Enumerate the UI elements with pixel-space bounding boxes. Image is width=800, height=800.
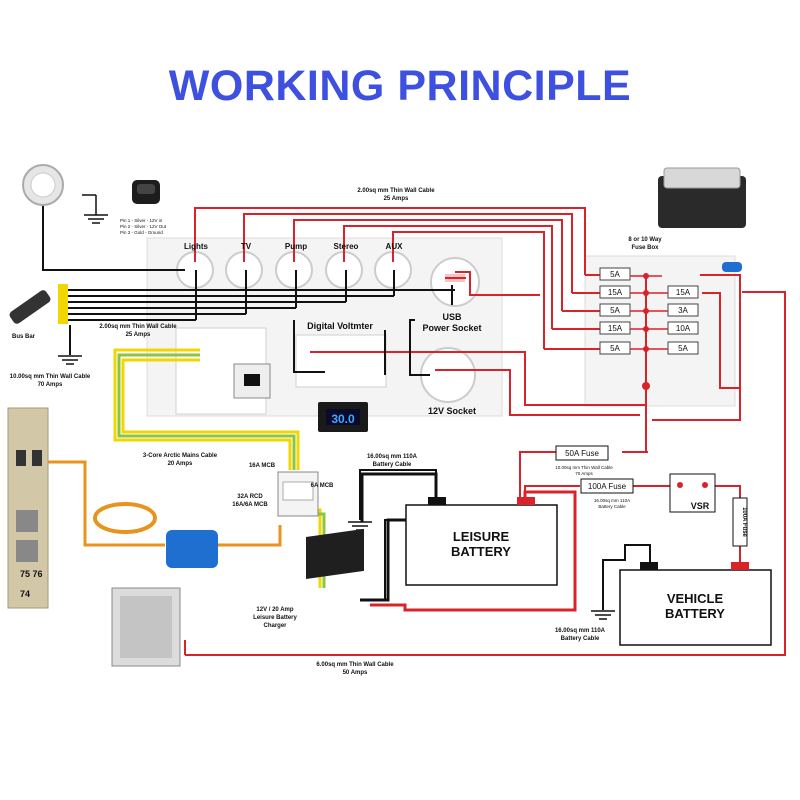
svg-text:TV: TV xyxy=(241,242,252,251)
bus-cable-amps: 25 Amps xyxy=(126,332,151,338)
usb-label-2: Power Socket xyxy=(422,323,481,333)
voltmeter-label: Digital Voltmter xyxy=(307,321,373,331)
fuse-box-label-2: Fuse Box xyxy=(631,245,659,251)
arctic-cable-amps: 20 Amps xyxy=(168,461,193,467)
vsr-relay xyxy=(669,473,716,513)
arctic-cable-label: 3-Core Arctic Mains Cable xyxy=(143,453,218,459)
fuse100-vertical-label: 100A Fuse xyxy=(741,507,747,537)
fuse100-label: 100A Fuse xyxy=(588,482,627,491)
svg-text:Pin 1 - Silver - 12V in: Pin 1 - Silver - 12V in xyxy=(120,218,163,223)
fuse-box-icon xyxy=(658,176,746,228)
ground-cable-label: 10.00sq mm Thin Wall Cable xyxy=(10,374,91,380)
hookup-cable-icon xyxy=(93,502,218,568)
voltmeter-reading: 30.0 xyxy=(331,412,355,426)
fuse50-cable-amps: 70 Amps xyxy=(575,471,593,476)
top-cable-label: 2.00sq mm Thin Wall Cable xyxy=(357,188,435,194)
fridge-icon xyxy=(111,587,181,667)
red-wires xyxy=(184,207,786,656)
fuse-100a-vertical xyxy=(732,497,748,547)
svg-text:15A: 15A xyxy=(676,288,691,297)
top-cable-amps: 25 Amps xyxy=(384,196,409,202)
bus-bar-icon xyxy=(9,284,68,324)
fuse50-cable-label: 10.00sq mm Thin Wall Cable xyxy=(555,465,613,470)
vehicle-battery xyxy=(619,562,772,646)
switch-pin-text: Pin 1 - Silver - 12V in Pin 2 - Silver -… xyxy=(120,218,167,235)
vsr-label: VSR xyxy=(691,501,710,511)
light-icon xyxy=(22,164,64,206)
svg-text:3A: 3A xyxy=(678,306,688,315)
svg-text:Stereo: Stereo xyxy=(334,242,359,251)
leisure-battery-label: LEISURE xyxy=(453,529,510,544)
bottom-cable-label: 6.00sq mm Thin Wall Cable xyxy=(316,662,394,668)
leisure-cable-label: 16.00sq mm 110A xyxy=(367,454,418,460)
svg-text:Pin 3 - Gold - Ground: Pin 3 - Gold - Ground xyxy=(120,230,163,235)
charger-label-2: Leisure Battery xyxy=(253,615,297,621)
svg-text:5A: 5A xyxy=(610,344,620,353)
vehicle-battery-label-2: BATTERY xyxy=(665,606,725,621)
leisure-battery-label-2: BATTERY xyxy=(451,544,511,559)
usb-socket xyxy=(430,257,480,307)
fuse50-label: 50A Fuse xyxy=(565,449,599,458)
socket-12v-label: 12V Socket xyxy=(428,406,476,416)
svg-text:10A: 10A xyxy=(676,324,691,333)
hookup-numbers-2: 74 xyxy=(20,589,30,599)
rcd-consumer-unit xyxy=(277,471,319,517)
svg-text:Pump: Pump xyxy=(285,242,307,251)
vehicle-cable-label-2: Battery Cable xyxy=(561,636,600,642)
bus-cable-label: 2.00sq mm Thin Wall Cable xyxy=(99,324,177,330)
vehicle-battery-label: VEHICLE xyxy=(667,591,724,606)
bottom-cable-amps: 50 Amps xyxy=(343,670,368,676)
voltmeter-panel xyxy=(295,334,387,388)
fuse100-cable-label-2: Battery Cable xyxy=(598,504,626,509)
charger-label-3: Charger xyxy=(263,623,287,629)
svg-text:Lights: Lights xyxy=(184,242,209,251)
fuse-labels-right: 15A 3A 10A 5A xyxy=(676,288,691,353)
ground-cable-amps: 70 Amps xyxy=(38,382,63,388)
charger-label: 12V / 20 Amp xyxy=(256,607,293,613)
rcd-label-2: 16A/6A MCB xyxy=(232,502,268,508)
leisure-battery xyxy=(405,497,558,586)
fuse-box-label: 8 or 10 Way xyxy=(628,237,662,243)
battery-black-cables xyxy=(360,472,438,602)
circuit-labels: Lights TV Pump Stereo AUX xyxy=(184,242,403,251)
vehicle-cable-label: 16.00sq mm 110A xyxy=(555,628,606,634)
leisure-cable-label-2: Battery Cable xyxy=(373,462,412,468)
svg-text:Pin 2 - Silver - 12V Out: Pin 2 - Silver - 12V Out xyxy=(120,224,167,229)
voltmeter-icon xyxy=(318,402,368,432)
hookup-numbers: 75 76 xyxy=(20,569,43,579)
fuse-100a xyxy=(580,478,634,494)
mains-socket-icon xyxy=(233,363,271,399)
fuse-50a xyxy=(555,445,609,461)
svg-text:5A: 5A xyxy=(610,306,620,315)
fuse100-cable-label: 16.00sq mm 110A xyxy=(594,498,630,503)
charger-icon xyxy=(306,528,364,579)
circuit-switches xyxy=(176,251,480,403)
usb-label: USB xyxy=(442,312,462,322)
svg-text:5A: 5A xyxy=(610,270,620,279)
orange-hookup-wire xyxy=(47,460,282,547)
rocker-switch-icon xyxy=(132,180,160,204)
svg-text:15A: 15A xyxy=(608,288,623,297)
page-title: WORKING PRINCIPLE xyxy=(168,62,632,110)
bus-bar-label: Bus Bar xyxy=(12,334,36,340)
mcb6-label: 6A MCB xyxy=(311,483,334,489)
fuse-box xyxy=(599,167,746,390)
rcd-label: 32A RCD xyxy=(237,494,263,500)
relay-clip-icon xyxy=(722,262,742,272)
svg-text:AUX: AUX xyxy=(386,242,404,251)
svg-text:15A: 15A xyxy=(608,324,623,333)
usb-socket-detail xyxy=(445,274,466,282)
hookup-post xyxy=(7,407,49,609)
mcb16-label: 16A MCB xyxy=(249,463,276,469)
svg-text:5A: 5A xyxy=(678,344,688,353)
fuse-labels-left: 5A 15A 5A 15A 5A xyxy=(608,270,623,353)
